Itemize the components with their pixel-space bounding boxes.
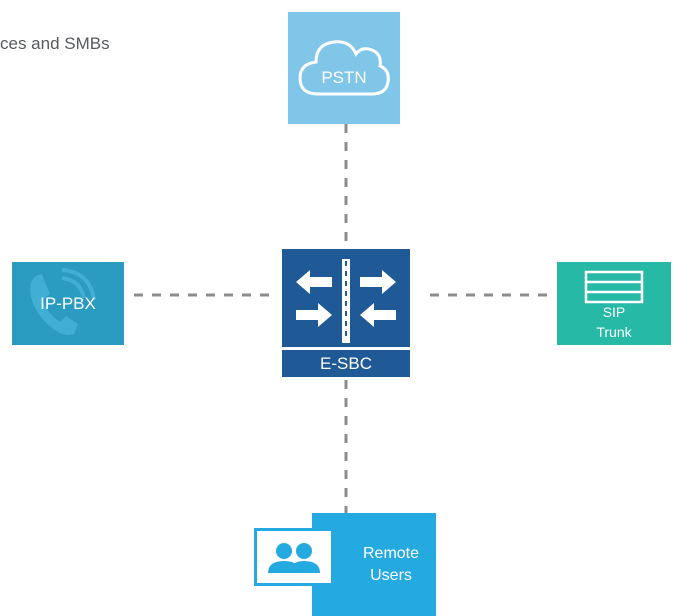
- remote-users-line1: Remote: [362, 545, 420, 562]
- remote-users-line2: Users: [370, 567, 412, 584]
- pstn-label: PSTN: [321, 68, 367, 87]
- sip-trunk-line2: Trunk: [596, 324, 632, 340]
- diagram-caption: ces and SMBs: [0, 34, 110, 53]
- sip-trunk-line1: SIP: [602, 304, 626, 320]
- ip-pbx-label: IP-PBX: [40, 293, 96, 313]
- esbc-node: E-SBC: [282, 249, 410, 377]
- stacked-lines-icon: [584, 270, 644, 304]
- cloud-icon: [298, 40, 390, 96]
- arrows-divider-icon: [296, 259, 396, 343]
- remote-users-icon-box: [254, 528, 334, 586]
- users-icon: [268, 543, 320, 573]
- sip-trunk-label: SIP Trunk: [557, 302, 671, 342]
- esbc-label: E-SBC: [282, 347, 410, 377]
- phone-handset-icon: [30, 268, 96, 336]
- pstn-node: PSTN: [288, 12, 400, 124]
- remote-users-label: Remote Users: [346, 543, 436, 587]
- sip-trunk-node: SIP Trunk: [557, 262, 671, 345]
- ip-pbx-node: IP-PBX: [12, 262, 124, 345]
